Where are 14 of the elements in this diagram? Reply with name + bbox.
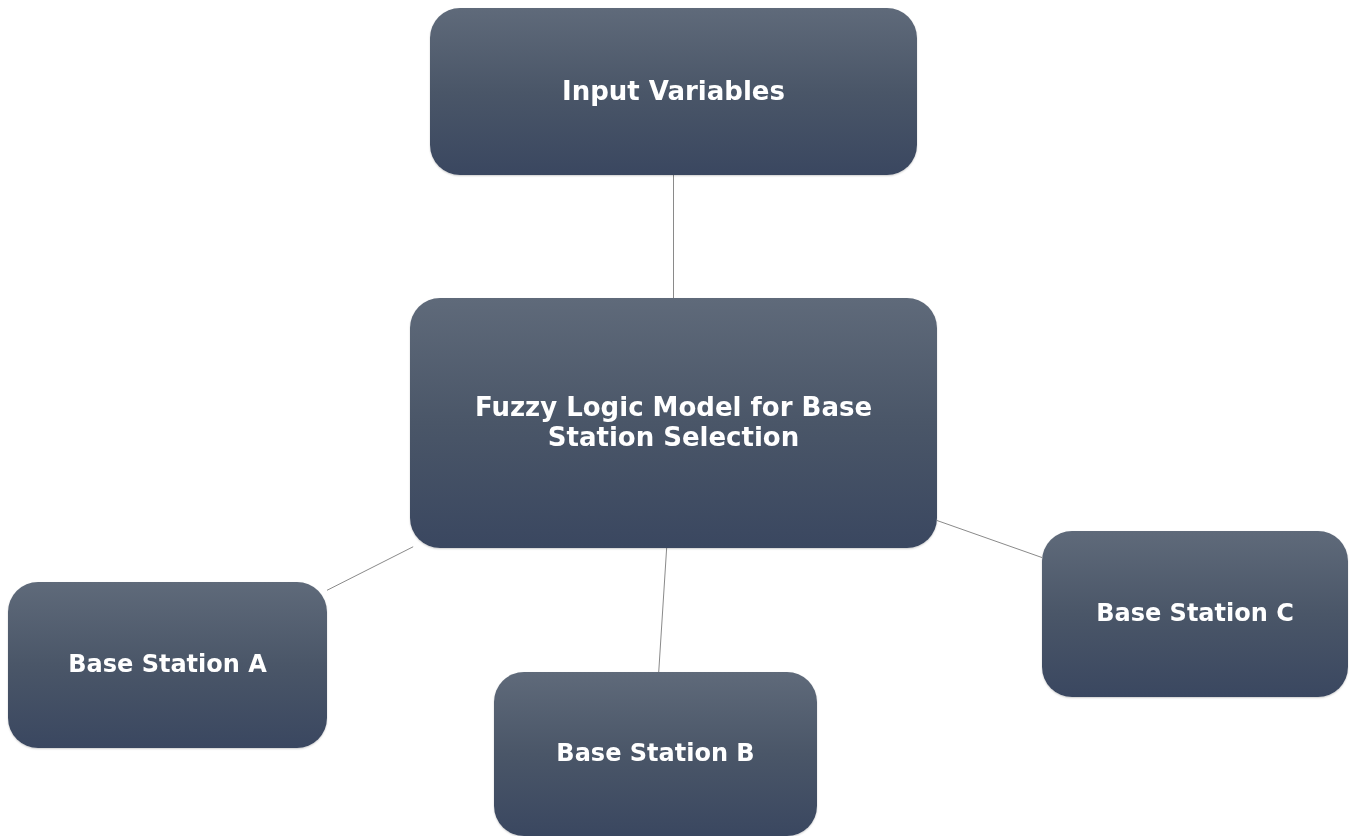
rounded-box (8, 582, 327, 748)
rounded-box (410, 298, 937, 548)
box-label: Base Station B (556, 740, 755, 768)
rounded-box (430, 8, 917, 175)
box-label: Base Station C (1096, 600, 1294, 628)
box-label: Fuzzy Logic Model for Base Station Selection (473, 393, 874, 453)
connector-line (673, 174, 674, 299)
connector-line (658, 547, 668, 673)
box-label: Base Station A (68, 651, 267, 679)
rounded-box (494, 672, 817, 836)
connector-line (936, 520, 1043, 559)
rounded-box (1042, 531, 1348, 697)
box-label: Input Variables (562, 76, 785, 107)
connector-line (326, 546, 414, 591)
